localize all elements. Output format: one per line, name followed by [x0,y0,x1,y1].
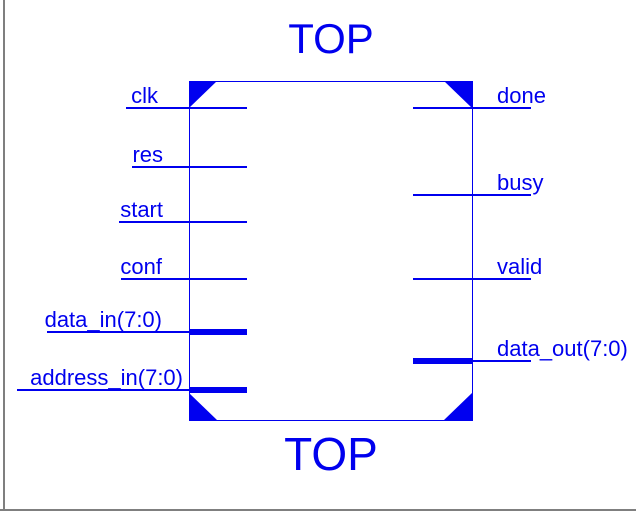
port-label-busy: busy [497,170,544,195]
port-label-valid: valid [497,254,543,279]
module-symbol-body[interactable] [189,81,473,421]
page-border-left [3,0,5,511]
port-label-data-out-7-0: data_out(7:0) [497,336,628,361]
port-label-res: res [132,142,163,167]
port-label-conf: conf [120,254,162,279]
port-label-done: done [497,83,546,108]
port-wire-conf[interactable] [121,278,247,280]
port-bus-stub-data-in-7-0[interactable] [189,329,247,335]
port-bus-stub-data-out-7-0[interactable] [413,358,472,364]
port-wire-valid[interactable] [413,278,531,280]
port-wire-clk[interactable] [126,107,247,109]
port-label-start: start [120,197,163,222]
port-label-address-in-7-0: address_in(7:0) [30,365,183,390]
module-title-top: TOP [288,15,374,62]
port-wire-data-out-7-0[interactable] [472,360,531,362]
port-wire-data-in-7-0[interactable] [47,331,189,333]
port-wire-start[interactable] [119,221,247,223]
port-wire-address-in-7-0[interactable] [17,389,189,391]
module-title-bottom: TOP [284,428,378,480]
port-wire-res[interactable] [132,166,247,168]
port-wire-busy[interactable] [413,194,531,196]
port-label-data-in-7-0: data_in(7:0) [44,307,162,332]
port-bus-stub-address-in-7-0[interactable] [189,387,247,393]
page-border-bottom [0,509,636,511]
port-label-clk: clk [131,83,158,108]
port-wire-done[interactable] [413,107,531,109]
